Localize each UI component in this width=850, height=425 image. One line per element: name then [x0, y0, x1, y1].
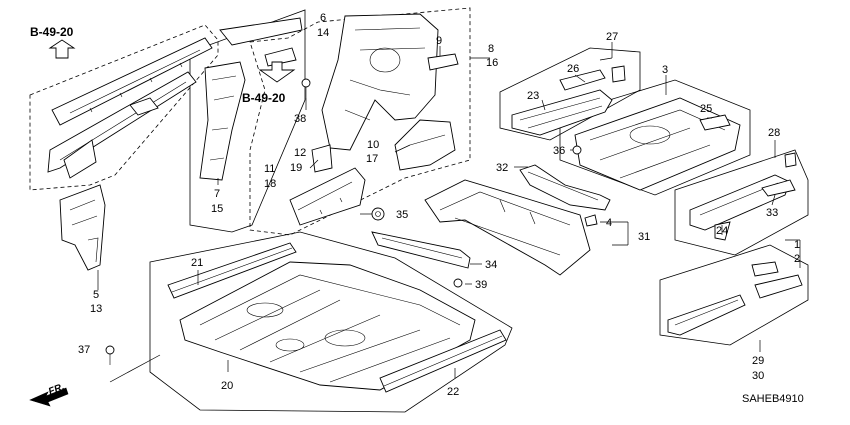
callout-28: 28 — [768, 127, 780, 139]
quarter-bracket-9 — [427, 53, 459, 71]
callout-6: 6 — [320, 12, 326, 24]
callout-22: 22 — [447, 386, 459, 398]
clip-4 — [584, 214, 598, 227]
side-sill — [667, 261, 803, 336]
callout-32: 32 — [496, 162, 508, 174]
callout-17: 17 — [366, 153, 378, 165]
callout-8: 8 — [488, 43, 494, 55]
callout-24: 24 — [716, 225, 728, 237]
callout-2: 2 — [794, 253, 800, 265]
callout-38: 38 — [294, 113, 306, 125]
callout-10: 10 — [367, 139, 379, 151]
callout-30: 30 — [752, 370, 764, 382]
callout-39: 39 — [475, 279, 487, 291]
callout-23: 23 — [527, 90, 539, 102]
side-sill-22 — [379, 329, 507, 393]
callout-4: 4 — [606, 217, 612, 229]
floor-crossmember-21 — [167, 242, 297, 299]
callout-35: 35 — [396, 209, 408, 221]
callout-18: 18 — [264, 178, 276, 190]
upper-bracket-b4920 — [264, 47, 297, 67]
callout-34: 34 — [485, 259, 497, 271]
leader-lines — [97, 42, 801, 383]
roof-rail-upper — [51, 37, 213, 126]
grommet-35 — [371, 207, 385, 221]
callout-12: 12 — [294, 147, 306, 159]
bolt-38 — [301, 78, 311, 98]
pillar-reinforcement — [59, 184, 106, 271]
callout-20: 20 — [221, 380, 233, 392]
group-outline-rear-sill — [674, 149, 809, 256]
callout-15: 15 — [211, 203, 223, 215]
callout-29: 29 — [752, 355, 764, 367]
callout-5: 5 — [93, 289, 99, 301]
ref-label-center: B-49-20 — [242, 91, 286, 105]
group-outline-side-sill — [659, 244, 809, 346]
spare-tire-pan — [572, 97, 741, 191]
side-brackets — [289, 144, 366, 226]
ref-up-arrow-icon — [48, 39, 76, 59]
callout-33: 33 — [766, 207, 778, 219]
front-direction-arrow-icon — [29, 387, 69, 407]
rear-frame — [424, 164, 611, 276]
callout-3: 3 — [662, 64, 668, 76]
wheel-arch-10 — [394, 119, 456, 171]
callout-9: 9 — [436, 35, 442, 47]
group-outline-spare-tire-pan — [559, 79, 751, 196]
callout-27: 27 — [606, 31, 618, 43]
callout-37: 37 — [78, 344, 90, 356]
callout-1: 1 — [794, 239, 800, 251]
ref-down-arrow-icon — [258, 61, 296, 83]
callout-11: 11 — [264, 163, 275, 175]
group-outline-inner-panel — [249, 7, 471, 236]
callout-14: 14 — [317, 27, 329, 39]
group-outline-floor — [149, 231, 513, 413]
inner-quarter-panel — [321, 13, 439, 151]
group-outline-roof-rails — [29, 24, 219, 191]
callout-25: 25 — [700, 103, 712, 115]
center-pillar — [199, 17, 303, 181]
group-outline-rear-floor — [499, 47, 641, 141]
group-outline-pillar — [189, 9, 306, 233]
ref-label-top-left: B-49-20 — [30, 25, 74, 39]
callout-16: 16 — [486, 57, 498, 69]
roof-bracket — [129, 97, 159, 116]
callout-13: 13 — [90, 303, 102, 315]
crossmember-34 — [371, 231, 471, 269]
callout-19: 19 — [290, 162, 302, 174]
callout-31: 31 — [638, 231, 650, 243]
front-floor-pan — [179, 261, 476, 391]
roof-rail-lower — [47, 71, 197, 179]
bolt-39 — [453, 278, 463, 288]
callout-21: 21 — [191, 257, 203, 269]
bolt-37 — [105, 345, 115, 365]
callout-26: 26 — [567, 63, 579, 75]
callout-7: 7 — [214, 188, 220, 200]
diagram-code: SAHEB4910 — [742, 393, 804, 405]
callout-36: 36 — [553, 145, 565, 157]
rear-sill — [689, 152, 797, 241]
